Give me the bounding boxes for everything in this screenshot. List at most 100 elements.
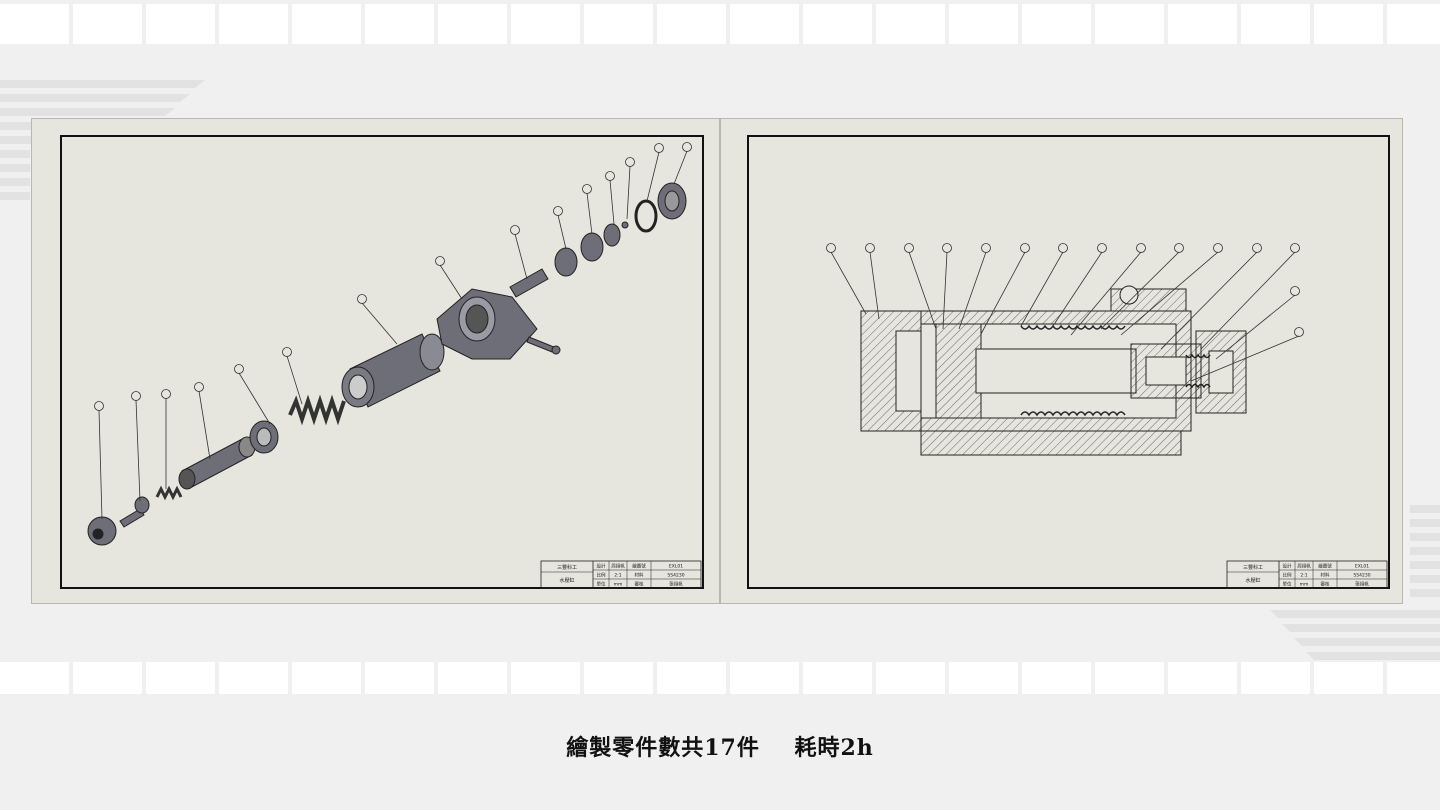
title-cell: 審核 <box>1321 581 1330 588</box>
caption-main: 繪製零件數共17件 <box>566 735 760 761</box>
title-company: 三豐科工 <box>1243 564 1263 571</box>
decor-tile <box>584 662 653 694</box>
title-cell: 繪圖號 <box>632 563 646 570</box>
decor-tile <box>292 662 361 694</box>
decor-tile <box>73 662 142 694</box>
title-cell: 2:1 <box>614 573 621 579</box>
caption-time: 耗時2h <box>794 735 874 761</box>
balloon <box>435 256 445 266</box>
leader-line <box>439 264 463 300</box>
decor-tile <box>803 4 872 44</box>
title-cell: 張翊帆 <box>1355 581 1369 588</box>
balloon <box>605 171 615 181</box>
leader-line <box>673 150 688 185</box>
title-cell: SS4230 <box>667 573 684 579</box>
decor-tile <box>219 662 288 694</box>
balloon <box>981 243 991 253</box>
decor-tile <box>438 662 507 694</box>
leader-line <box>626 165 631 220</box>
balloon-callouts <box>826 243 1304 382</box>
decor-tile <box>511 662 580 694</box>
leader-line <box>1120 251 1219 336</box>
balloon <box>194 382 204 392</box>
leader-line <box>1050 251 1103 330</box>
decor-tile <box>365 4 434 44</box>
decor-tile <box>0 4 69 44</box>
part-screw <box>621 221 629 229</box>
title-cell: mm <box>1300 583 1309 588</box>
title-cell: 設計 <box>597 563 606 570</box>
decor-tile <box>803 662 872 694</box>
part-disk-2 <box>580 232 604 262</box>
leader-line <box>514 233 528 280</box>
title-cell: 周翊帆 <box>1297 563 1311 570</box>
section-geometry <box>860 285 1247 456</box>
balloon <box>234 364 244 374</box>
decor-tile <box>584 4 653 44</box>
title-cell: 張翊帆 <box>669 581 683 588</box>
title-cell: 比例 <box>1283 572 1292 579</box>
leader-line <box>942 251 948 330</box>
balloon <box>1097 243 1107 253</box>
title-part-name: 水壓缸 <box>559 577 574 584</box>
decor-tile <box>511 4 580 44</box>
balloon <box>654 143 664 153</box>
leader-line <box>1190 335 1300 382</box>
section-piston <box>935 323 982 419</box>
leader-line <box>361 302 398 345</box>
balloon <box>865 243 875 253</box>
decor-tile <box>146 4 215 44</box>
title-cell: 周翊帆 <box>611 563 625 570</box>
leader-line <box>98 409 103 520</box>
decor-tile <box>146 662 215 694</box>
leader-line <box>286 355 303 405</box>
balloon <box>1136 243 1146 253</box>
leader-line <box>869 251 880 320</box>
title-part-name: 水壓缸 <box>1245 577 1260 584</box>
leader-line <box>1215 294 1296 360</box>
leader-line <box>557 214 567 250</box>
balloon <box>94 401 104 411</box>
balloon <box>1294 327 1304 337</box>
decor-tile <box>73 4 142 44</box>
right-stripe-decoration <box>1270 505 1440 660</box>
decor-tile <box>730 4 799 44</box>
part-disk-1 <box>554 247 578 277</box>
leader-line <box>1200 251 1296 350</box>
decor-tile <box>657 662 726 694</box>
decor-tile <box>1168 662 1237 694</box>
leader-line <box>980 251 1026 335</box>
balloon <box>161 389 171 399</box>
decor-tile <box>876 662 945 694</box>
title-cell: 單位 <box>1283 581 1292 588</box>
balloon <box>625 157 635 167</box>
decor-tile <box>1314 4 1383 44</box>
leader-line <box>1070 251 1142 336</box>
leader-line <box>198 390 211 460</box>
section-rod <box>975 348 1137 394</box>
decor-tile <box>1314 662 1383 694</box>
balloon <box>1174 243 1184 253</box>
balloon <box>682 142 692 152</box>
title-cell: EXL01 <box>1355 564 1369 570</box>
title-cell: 繪圖號 <box>1318 563 1332 570</box>
decor-tile <box>657 4 726 44</box>
leader-line <box>1160 251 1258 350</box>
decor-tile <box>365 662 434 694</box>
balloon <box>1020 243 1030 253</box>
decor-tile <box>1022 4 1091 44</box>
title-cell: 審核 <box>635 581 644 588</box>
balloon <box>553 206 563 216</box>
decor-tile <box>1241 4 1310 44</box>
title-cell: 單位 <box>597 581 606 588</box>
balloon <box>582 184 592 194</box>
decor-tile <box>1387 662 1440 694</box>
balloon-callouts <box>94 142 692 520</box>
leader-line <box>646 151 660 202</box>
title-company: 三豐科工 <box>557 564 577 571</box>
